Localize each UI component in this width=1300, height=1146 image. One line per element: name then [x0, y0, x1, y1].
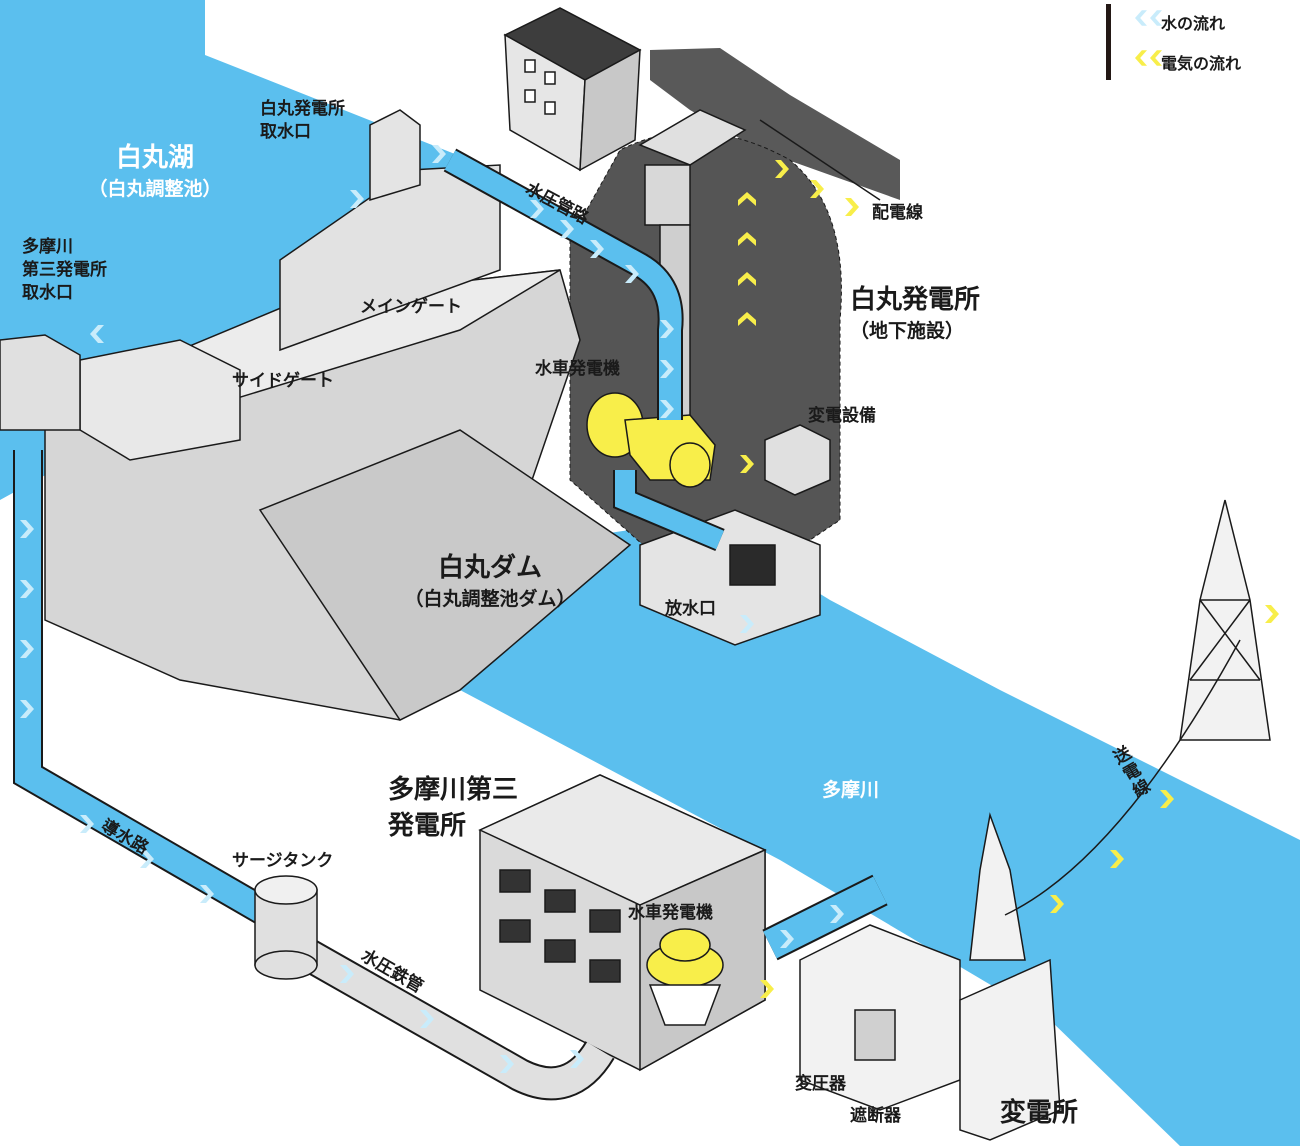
daisan-station-line2: 発電所	[388, 811, 467, 842]
lake-name-label: 白丸湖 （白丸調整池）	[70, 140, 240, 203]
substation-equipment-label: 変電設備	[808, 406, 876, 426]
distribution-cable	[759, 119, 881, 201]
outlet-label: 放水口	[665, 599, 716, 619]
power-station-name: 白丸発電所	[850, 285, 981, 315]
distribution-line-label: 配電線	[872, 203, 923, 223]
transmission-cable	[1004, 639, 1241, 916]
daisan-intake-line1: 多摩川	[22, 237, 73, 257]
surge-tank-label: サージタンク	[232, 851, 334, 871]
turbine-generator-lower	[646, 928, 724, 1026]
lake-name: 白丸湖	[115, 143, 194, 173]
dam-sub: （白丸調整池ダム）	[404, 588, 576, 611]
surge-tank	[254, 875, 318, 980]
legend-electricity: 電気の流れ	[1131, 50, 1241, 74]
side-gate-label: サイドゲート	[232, 371, 334, 391]
substation-structures	[799, 812, 1061, 1141]
legend-electricity-label: 電気の流れ	[1161, 54, 1242, 73]
legend-water-label: 水の流れ	[1161, 14, 1226, 33]
shiromaru-intake-line1: 白丸発電所	[260, 99, 345, 119]
underground-facility	[569, 131, 842, 561]
turbine-upper-label: 水車発電機	[535, 359, 620, 379]
substation-label: 変電所	[1000, 1098, 1079, 1128]
iron-penstock-pipe-fill	[292, 936, 613, 1099]
road	[650, 48, 900, 200]
breaker-label: 遮断器	[850, 1106, 901, 1126]
legend: 水の流れ 電気の流れ	[1106, 4, 1300, 80]
transmission-tower	[1179, 499, 1271, 741]
daisan-station-line1: 多摩川第三	[388, 775, 519, 805]
dam-structure	[0, 109, 821, 721]
turbine-generator-upper	[586, 392, 716, 488]
turbine-lower-label: 水車発電機	[628, 903, 713, 923]
daisan-intake-line2: 第三発電所	[22, 259, 107, 280]
daisan-intake-line3: 取水口	[22, 282, 73, 303]
lake-sub: （白丸調整池）	[88, 178, 222, 201]
dam-label: 白丸ダム （白丸調整池ダム）	[380, 550, 600, 613]
substation-equipment-upper	[764, 424, 831, 496]
legend-water: 水の流れ	[1131, 10, 1225, 34]
headrace-pipe-fill	[15, 450, 277, 927]
tailrace-pipe-fill	[615, 470, 724, 550]
daisan-intake-label: 多摩川 第三発電所 取水口	[22, 236, 107, 305]
transformer-label: 変圧器	[795, 1074, 846, 1094]
office-building	[503, 7, 642, 172]
power-station-sub: （地下施設）	[850, 320, 965, 343]
power-station-label: 白丸発電所 （地下施設）	[850, 282, 980, 345]
shiromaru-intake-line2: 取水口	[260, 121, 311, 142]
daisan-station-label: 多摩川第三 発電所	[388, 772, 518, 845]
shiromaru-intake-label: 白丸発電所 取水口	[260, 98, 345, 144]
tama-river	[460, 520, 1300, 1146]
river-label: 多摩川	[822, 779, 880, 801]
main-gate-label: メインゲート	[360, 297, 462, 317]
dam-name: 白丸ダム	[437, 553, 542, 583]
